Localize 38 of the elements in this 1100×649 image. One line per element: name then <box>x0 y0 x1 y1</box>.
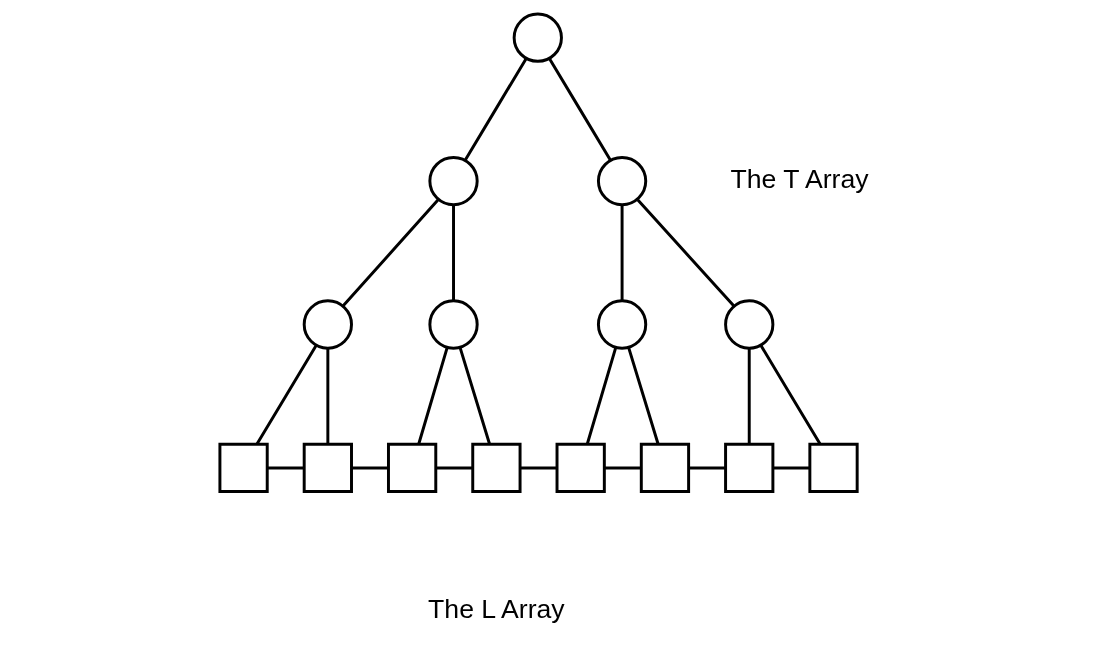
node-circle <box>596 299 648 350</box>
connector <box>747 348 751 444</box>
node-circle <box>512 12 563 63</box>
connector <box>772 466 810 470</box>
connector <box>627 346 660 445</box>
node-box <box>302 442 353 494</box>
connector <box>435 466 473 470</box>
node-circle <box>302 299 353 350</box>
node-circle <box>596 155 648 207</box>
label: The T Array <box>730 163 869 194</box>
connector <box>326 348 330 444</box>
connector <box>604 466 642 470</box>
node-box <box>387 442 438 494</box>
connector <box>548 57 612 161</box>
connector <box>520 466 557 470</box>
connector <box>585 346 618 445</box>
connector <box>452 205 455 301</box>
node-circle <box>428 299 479 350</box>
node-box <box>724 442 775 494</box>
node-circle <box>428 155 479 207</box>
connector <box>458 346 491 445</box>
connector <box>688 466 726 470</box>
node-box <box>639 442 691 494</box>
label: The L Array <box>428 593 565 624</box>
connector <box>267 466 305 470</box>
connector <box>255 344 318 445</box>
connector <box>417 346 449 445</box>
connector <box>341 198 440 308</box>
connector <box>463 57 528 161</box>
node-box <box>555 442 606 494</box>
node-box <box>218 442 269 494</box>
connector <box>636 198 735 308</box>
connector <box>759 344 822 445</box>
connector <box>351 466 389 470</box>
node-box <box>808 442 859 494</box>
node-circle <box>724 299 775 350</box>
node-box <box>471 442 522 494</box>
connector <box>620 205 624 301</box>
